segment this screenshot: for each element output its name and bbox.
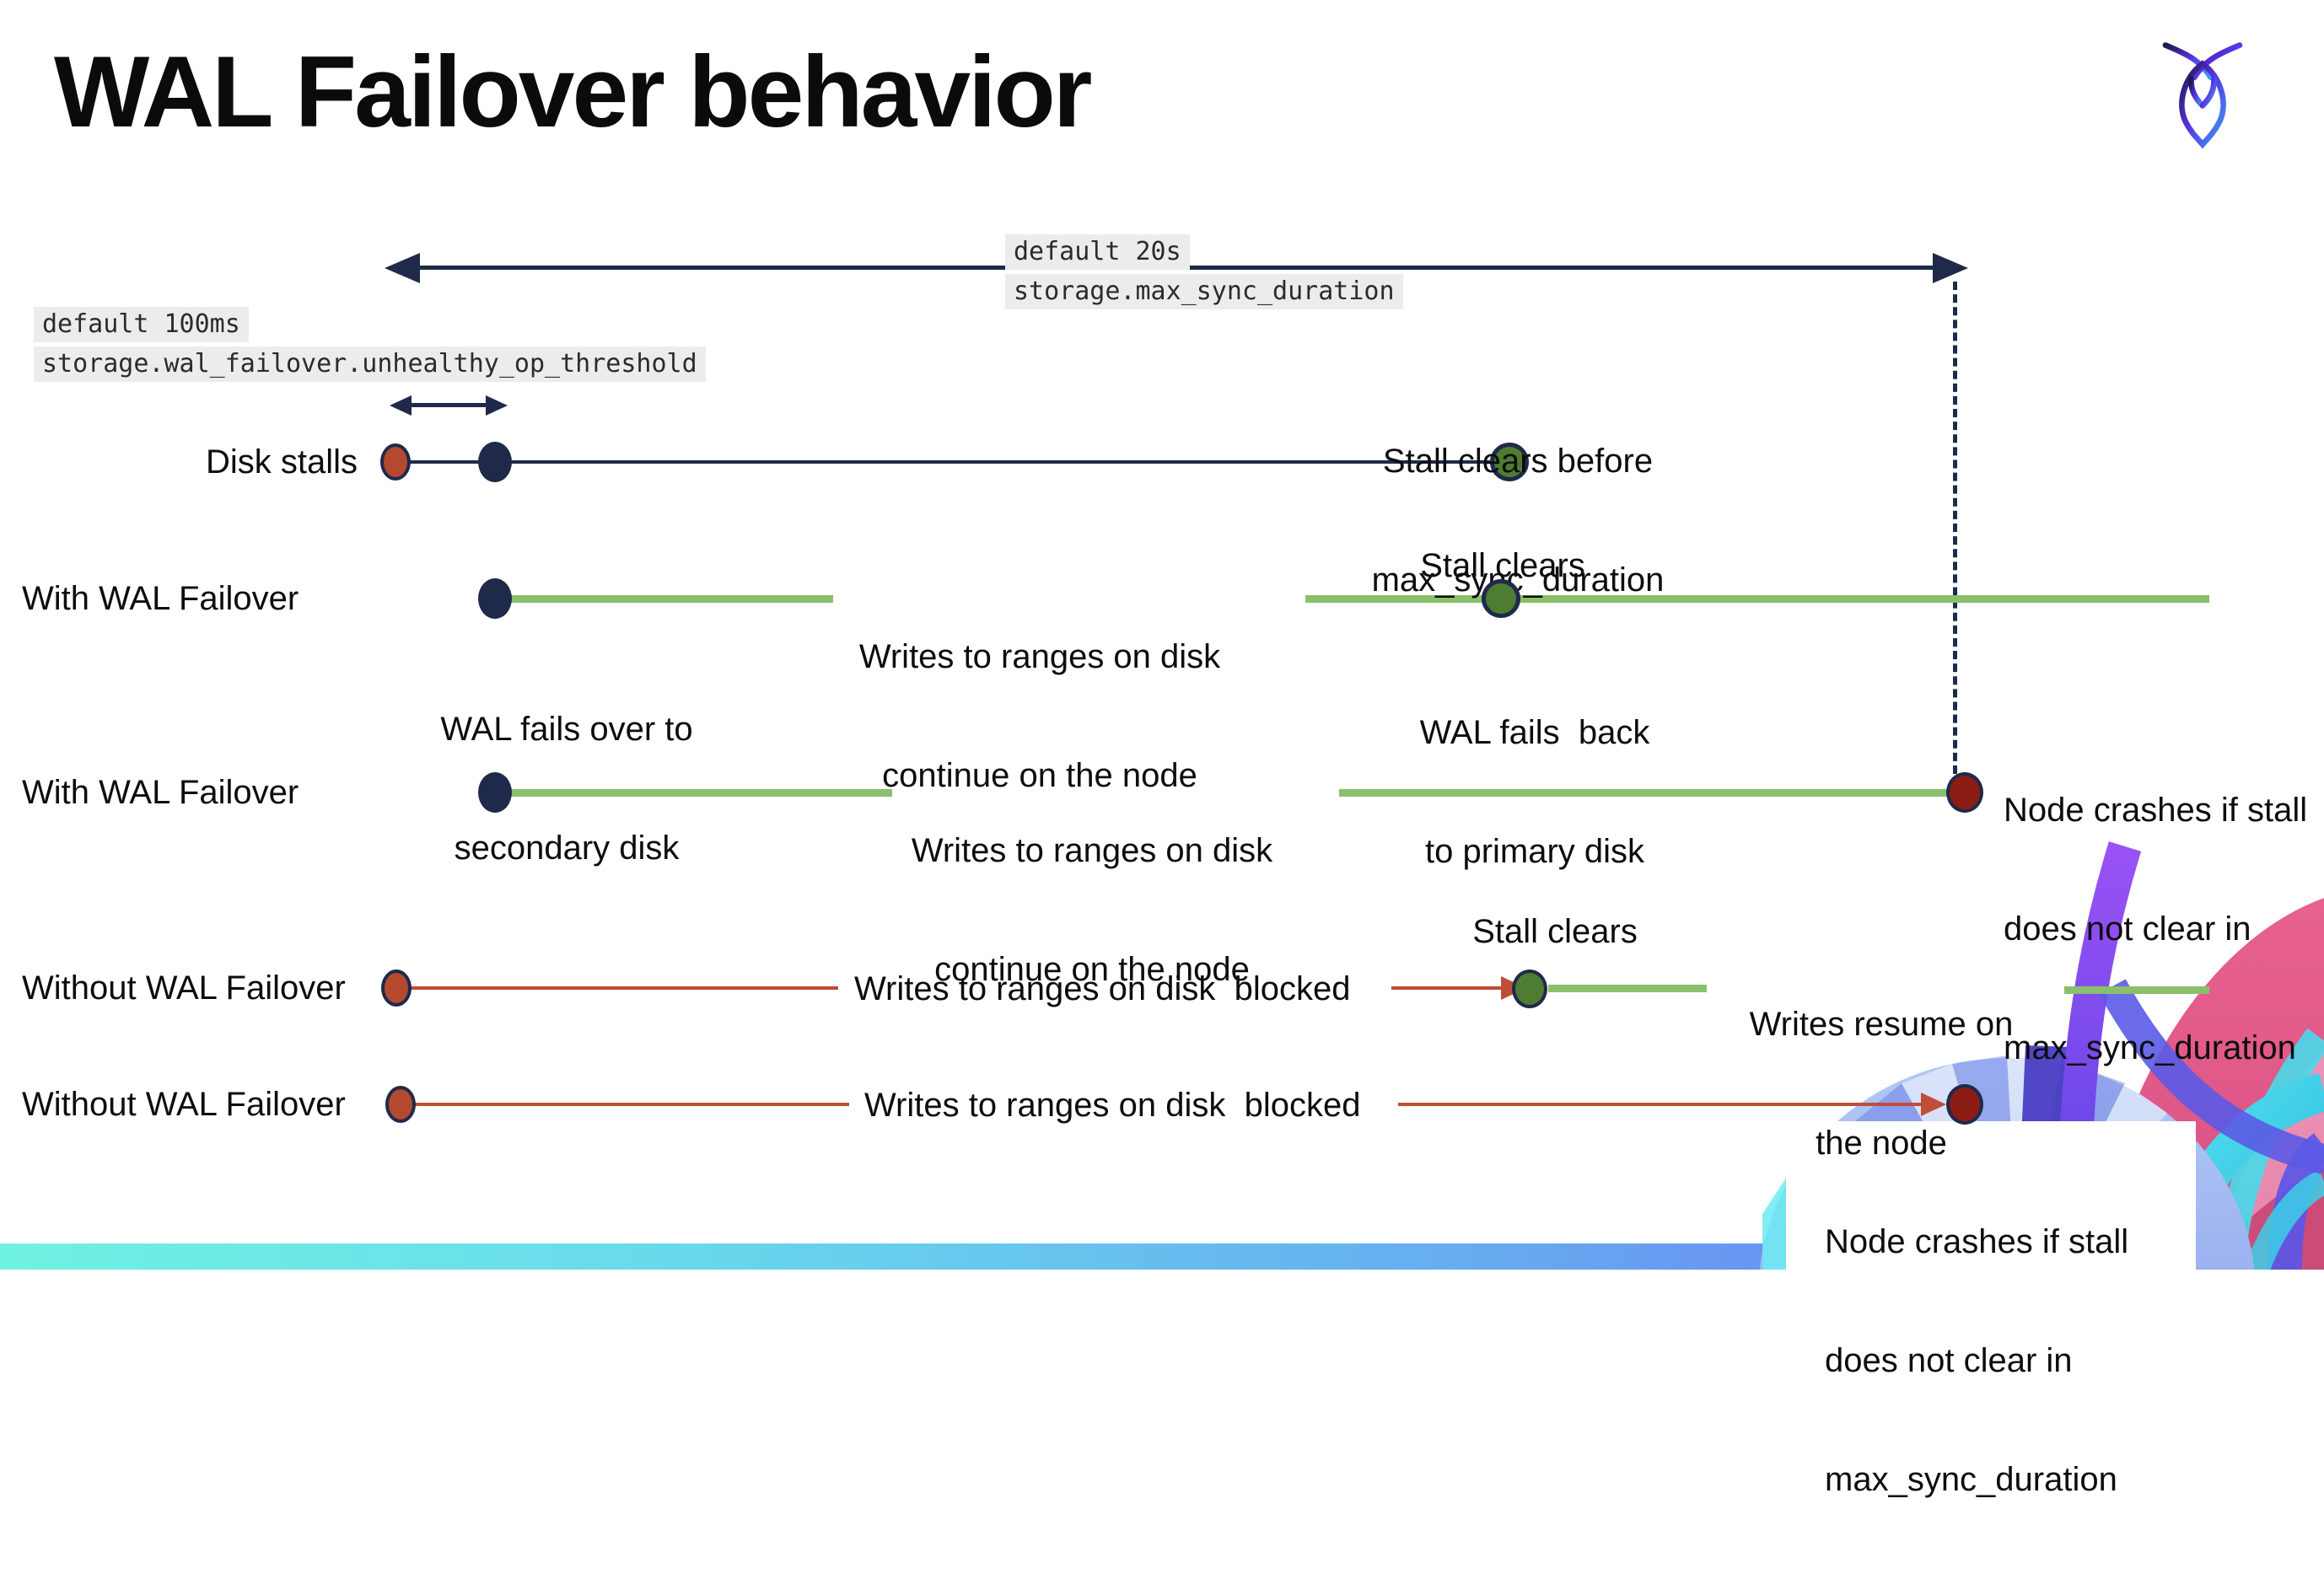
max-sync-duration-label: default 20s storage.max_sync_duration bbox=[1005, 234, 1403, 314]
slide: { "title": "WAL Failover behavior", "ico… bbox=[0, 35, 2324, 1579]
row-disk-stalls-label: Disk stalls bbox=[206, 443, 358, 481]
nowal2-blocked-note: Writes to ranges on disk blocked bbox=[864, 1087, 1361, 1124]
threshold-setting-name: storage.wal_failover.unhealthy_op_thresh… bbox=[34, 346, 706, 382]
wal1-stall-clears-note: Stall clears bbox=[1420, 547, 1585, 584]
wal2-writes-note: Writes to ranges on disk continue on the… bbox=[911, 832, 1273, 988]
disk-stalls-timeline bbox=[395, 460, 1509, 464]
stall-clears-dot bbox=[1490, 443, 1529, 481]
failover-dot-2 bbox=[478, 772, 512, 813]
wal2-green-line-b bbox=[1339, 789, 1950, 797]
row-no-wal-2-label: Without WAL Failover bbox=[22, 1086, 346, 1123]
nowal1-blocked-line-a bbox=[398, 986, 838, 990]
nowal1-blocked-note: Writes to ranges on disk blocked bbox=[854, 970, 1351, 1007]
nowal1-stall-start-dot bbox=[381, 969, 412, 1007]
row-wal-failover-1-label: With WAL Failover bbox=[22, 580, 299, 617]
max-sync-setting-name: storage.max_sync_duration bbox=[1005, 274, 1403, 309]
page-title: WAL Failover behavior bbox=[54, 35, 1092, 148]
arrow-left-icon bbox=[385, 253, 420, 283]
wal1-green-line-b bbox=[1305, 595, 2209, 603]
wal1-stall-clears-dot bbox=[1482, 579, 1520, 618]
writes-resume-note: Writes resume on the node bbox=[1749, 1006, 2014, 1162]
nowal1-stall-clears-note: Stall clears bbox=[1472, 913, 1638, 950]
failback-note: WAL fails back to primary disk bbox=[1419, 714, 1650, 870]
nowal2-stall-start-dot bbox=[385, 1086, 416, 1123]
nowal1-blocked-line-b bbox=[1391, 986, 1501, 990]
threshold-default-value: default 100ms bbox=[34, 307, 249, 342]
stall-clears-before-note: Stall clears before max_sync_duration bbox=[1371, 443, 1665, 599]
nowal2-blocked-line-a bbox=[402, 1103, 849, 1106]
failover-note: WAL fails over to secondary disk bbox=[440, 711, 693, 867]
max-sync-deadline-dashed-line bbox=[1953, 282, 1957, 774]
wal2-crash-note: Node crashes if stall does not clear in … bbox=[2004, 792, 2308, 1066]
threshold-arrow-line bbox=[408, 403, 489, 407]
nowal2-node-crash-dot bbox=[1946, 1084, 1983, 1125]
row-wal-failover-2-label: With WAL Failover bbox=[22, 774, 299, 811]
threshold-hit-dot bbox=[478, 442, 512, 482]
cockroachdb-logo-icon bbox=[2155, 37, 2250, 154]
arrow-right-icon bbox=[1933, 253, 1968, 283]
wal2-green-line-a bbox=[506, 789, 892, 797]
nowal1-green-line-b bbox=[2064, 986, 2209, 994]
nowal1-green-line-a bbox=[1548, 985, 1707, 992]
stall-start-dot bbox=[380, 443, 411, 481]
small-arrow-left-icon bbox=[390, 395, 412, 416]
red-arrow-icon-2 bbox=[1921, 1093, 1946, 1116]
max-sync-default-value: default 20s bbox=[1005, 234, 1190, 270]
small-arrow-right-icon bbox=[486, 395, 508, 416]
row-no-wal-1-label: Without WAL Failover bbox=[22, 969, 346, 1007]
threshold-label: default 100ms storage.wal_failover.unhea… bbox=[34, 307, 706, 386]
wal1-green-line-a bbox=[506, 595, 833, 603]
nowal2-crash-note: Node crashes if stall does not clear in … bbox=[1825, 1223, 2129, 1498]
nowal1-stall-clears-dot bbox=[1512, 969, 1547, 1008]
wal2-node-crash-dot bbox=[1946, 772, 1983, 813]
failover-dot-1 bbox=[478, 578, 512, 619]
wal1-writes-note: Writes to ranges on disk continue on the… bbox=[858, 638, 1221, 794]
nowal2-blocked-line-b bbox=[1398, 1103, 1923, 1106]
